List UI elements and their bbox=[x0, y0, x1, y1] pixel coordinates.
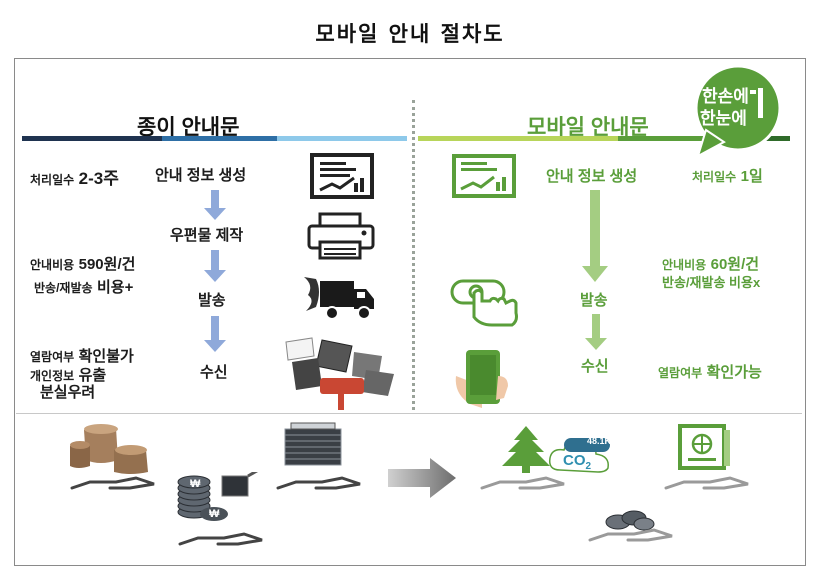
paper-step-4: 수신 bbox=[200, 364, 228, 381]
hand-icon-6 bbox=[588, 528, 673, 542]
mobile-arrow-1 bbox=[582, 190, 608, 282]
paper-processing: 처리일수 2-3주 bbox=[30, 169, 119, 188]
transition-arrow-icon bbox=[388, 458, 456, 498]
mobile-step-1: 안내 정보 생성 bbox=[546, 168, 638, 185]
paper-stripe-blue bbox=[162, 136, 277, 141]
stumps-icon bbox=[70, 424, 148, 474]
center-divider bbox=[412, 100, 415, 410]
coin-symbol-1: ₩ bbox=[190, 478, 201, 490]
mobile-resend: 반송/재발송 비용x bbox=[662, 275, 761, 290]
page-title: 모바일 안내 절차도 bbox=[315, 21, 505, 46]
badge-text-1: 한손에 bbox=[702, 87, 749, 106]
paper-privacy: 개인정보 유출 bbox=[30, 367, 107, 384]
hand-icon-5 bbox=[664, 476, 749, 490]
hand-icon-4 bbox=[480, 476, 565, 490]
bottom-separator bbox=[16, 413, 802, 414]
hand-icon-3 bbox=[178, 532, 263, 546]
touch-icon bbox=[450, 279, 518, 327]
co2-label: CO2 bbox=[563, 452, 592, 472]
paper-stack-icon bbox=[284, 422, 342, 466]
printer-icon bbox=[307, 212, 375, 260]
coins-icon bbox=[177, 472, 259, 521]
paper-view: 열람여부 확인불가 bbox=[30, 348, 134, 365]
badge-bubble-icon bbox=[694, 64, 782, 159]
mobile-stripe-green bbox=[618, 136, 718, 141]
paper-stripe-dark bbox=[22, 136, 162, 141]
paper-step-1: 안내 정보 생성 bbox=[155, 167, 247, 184]
paper-arrow-3 bbox=[204, 316, 226, 352]
mobile-cost: 안내비용 60원/건 bbox=[662, 256, 760, 273]
paper-privacy-line2: 분실우려 bbox=[40, 384, 96, 401]
truck-icon bbox=[304, 277, 374, 320]
small-coins-icon bbox=[605, 510, 655, 531]
mailbox-icon bbox=[285, 337, 394, 410]
paper-arrow-1 bbox=[204, 190, 226, 220]
tablet-report-icon bbox=[452, 154, 516, 198]
badge-text-2: 한눈에 bbox=[700, 109, 747, 128]
paper-resend: 반송/재발송 비용+ bbox=[34, 279, 134, 296]
paper-step-3: 발송 bbox=[198, 292, 226, 309]
hand-icon-1 bbox=[70, 476, 155, 490]
paper-heading: 종이 안내문 bbox=[137, 116, 240, 139]
mobile-processing: 처리일수 1일 bbox=[692, 168, 763, 185]
coin-symbol-2: ₩ bbox=[209, 508, 220, 520]
mobile-stripe-lime bbox=[418, 136, 618, 141]
mobile-step-2: 발송 bbox=[580, 292, 608, 309]
paper-step-2: 우편물 제작 bbox=[170, 227, 244, 244]
diagram-frame bbox=[14, 58, 806, 566]
mobile-view: 열람여부 확인가능 bbox=[658, 364, 762, 381]
document-icon bbox=[678, 424, 730, 470]
co2-amount: 48.1Kg bbox=[587, 436, 617, 446]
paper-stripe-light bbox=[277, 136, 407, 141]
mobile-arrow-2 bbox=[585, 314, 607, 350]
paper-cost: 안내비용 590원/건 bbox=[30, 256, 136, 273]
paper-arrow-2 bbox=[204, 250, 226, 282]
hand-icon-2 bbox=[276, 476, 361, 490]
tree-icon bbox=[502, 426, 550, 473]
report-icon bbox=[310, 153, 374, 199]
mobile-step-3: 수신 bbox=[581, 358, 609, 375]
co2-cloud-icon bbox=[548, 438, 610, 473]
phone-hand-icon bbox=[455, 350, 508, 408]
mobile-heading: 모바일 안내문 bbox=[527, 116, 649, 139]
